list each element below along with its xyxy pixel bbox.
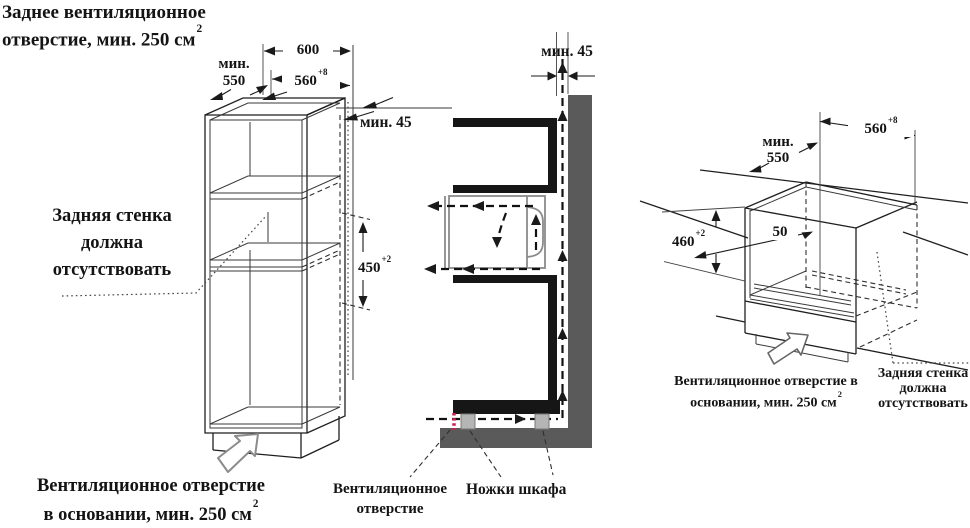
dim-niche-width-text: 560+8 — [282, 67, 340, 90]
cabinet-foot-right — [534, 413, 550, 430]
cabinet-foot-left — [460, 413, 476, 430]
dim-min-depth-right-text: мин. 550 — [762, 134, 794, 166]
dim-550-arrows — [210, 85, 268, 100]
base-vent-label: Вентиляционное отверстие в основании, ми… — [36, 476, 266, 526]
wall — [568, 95, 592, 428]
floor — [440, 428, 592, 448]
rear-vent-label: Заднее вентиляционное отверстие, мин. 25… — [2, 2, 206, 51]
cabinet-front-face — [204, 114, 308, 434]
cabinet-inner-frame — [209, 119, 303, 429]
rear-vent-leader-arrow — [262, 91, 288, 100]
dim-450 — [341, 212, 371, 311]
dim-460 — [661, 206, 746, 282]
dim-rear-gap-arrows — [343, 96, 394, 121]
section-label-leaders — [409, 429, 554, 478]
dim-gap-45 — [531, 32, 595, 96]
cabinet-top-inner — [209, 102, 341, 121]
back-wall-label-right: Задняя стенка должна отсутствовать — [877, 366, 969, 411]
base-vent-label-right: Вентиляционное отверстие в основании, ми… — [674, 374, 858, 411]
dim-niche-height-text: 450+2 — [358, 253, 392, 277]
dim-560-right — [819, 112, 916, 296]
dim-niche-width-right-text: 560+8 — [848, 115, 914, 137]
back-wall-label: Задняя стенка должна отсутствовать — [52, 206, 172, 280]
shelf-lower — [209, 242, 341, 272]
worktop-back-edge — [699, 169, 969, 204]
airflow-inlet-arrow-right — [767, 332, 809, 365]
dim-rail-offset-text: 50 — [762, 224, 798, 240]
airflow-inlet-arrow — [217, 433, 259, 473]
left-cabinet-view — [61, 44, 452, 473]
support-rails — [749, 283, 855, 318]
section-gap-text: мин. 45 — [541, 43, 593, 60]
section-vent-label: Вентиляционное отверстие — [332, 481, 448, 517]
cabinet-section-profile — [453, 118, 560, 414]
niche-structure — [744, 181, 918, 354]
airflow-paths — [424, 58, 568, 424]
cabinet-side-face — [306, 96, 346, 434]
back-wall-leader — [61, 215, 267, 297]
worktop-front-edge-right — [902, 231, 969, 256]
shelf-upper — [209, 175, 341, 200]
dim-overall-width-text: 600 — [283, 42, 333, 59]
dim-rear-gap-text: мин. 45 — [360, 114, 412, 131]
right-niche-view — [639, 112, 969, 371]
back-wall-leader-right — [876, 251, 969, 364]
cabinet-plinth — [212, 416, 340, 459]
dim-550-right — [749, 142, 818, 173]
worktop-front-edge-left — [639, 200, 749, 239]
feet-label: Ножки шкафа — [466, 481, 567, 498]
dim-niche-height-right-text: 460+2 — [672, 227, 706, 251]
section-view — [409, 32, 595, 478]
dim-min-depth-text: мин. 550 — [218, 56, 250, 89]
